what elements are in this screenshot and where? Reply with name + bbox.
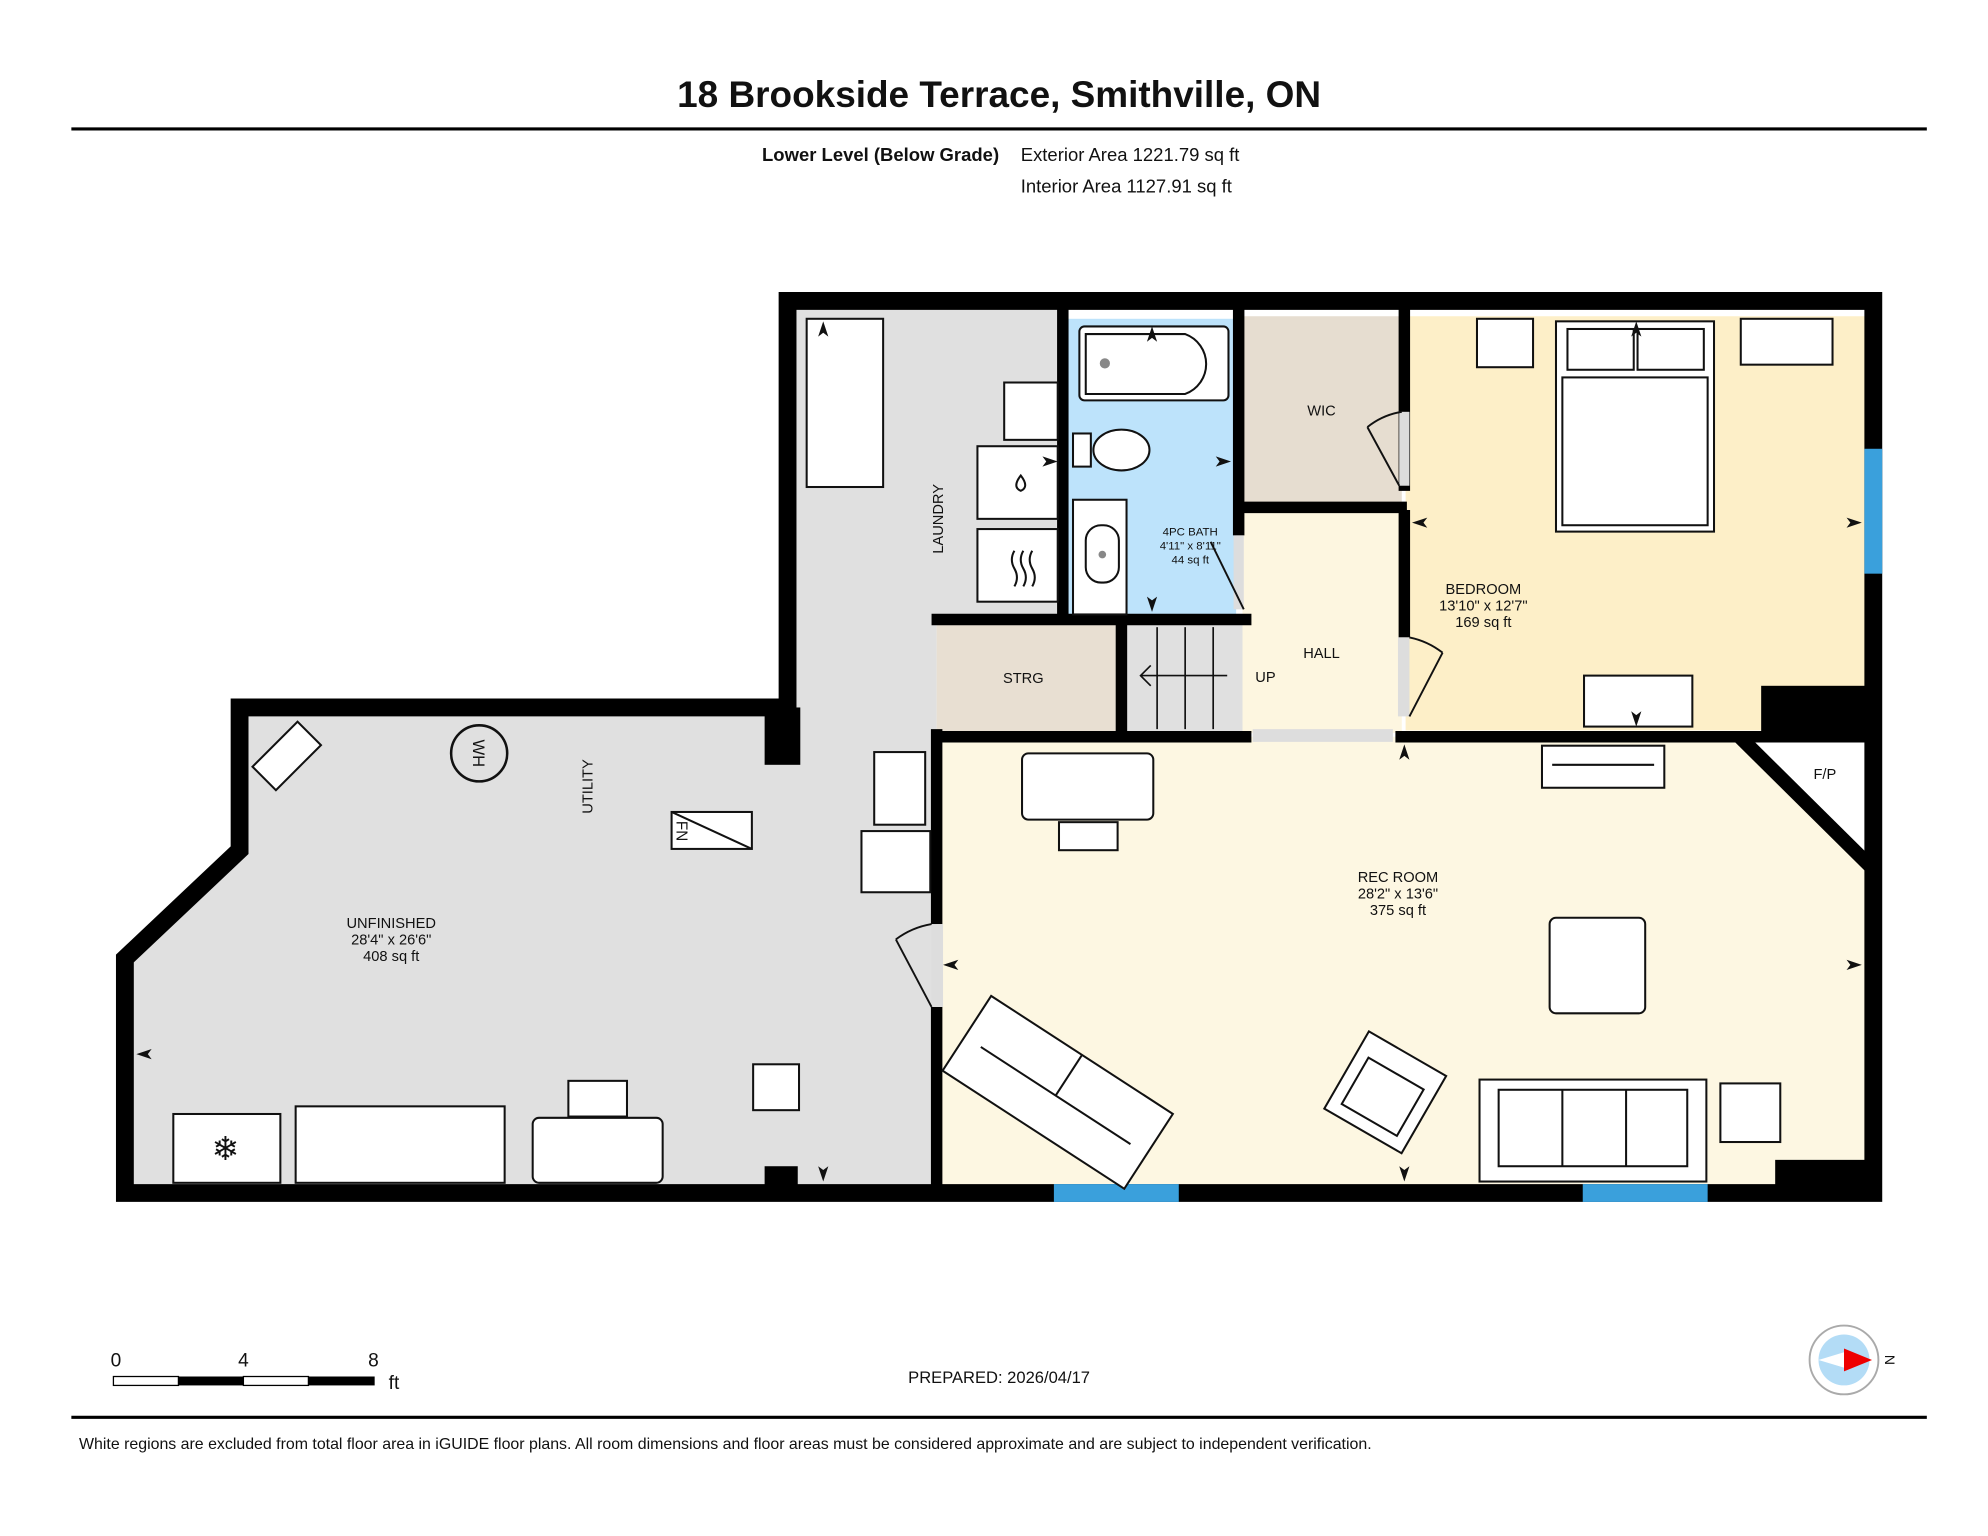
- water-heater-icon: [449, 724, 509, 783]
- rec-room-area: 375 sq ft: [1370, 903, 1426, 919]
- laundry-label: LAUNDRY: [931, 484, 947, 554]
- bedroom-dims: 13'10" x 12'7": [1439, 599, 1527, 615]
- scale-tick-0: 0: [111, 1350, 122, 1371]
- exterior-area: Exterior Area 1221.79 sq ft: [1021, 144, 1240, 165]
- room-storage: [936, 624, 1119, 733]
- room-wic: [1242, 316, 1402, 504]
- camera-viewpoint-icons: [136, 321, 1862, 1182]
- scale-tick-4: 4: [238, 1350, 249, 1371]
- room-stairs: [1121, 624, 1243, 733]
- furnace-label: FN: [673, 821, 690, 841]
- rec-room-dims: 28'2" x 13'6": [1358, 887, 1438, 903]
- bedroom-area: 169 sq ft: [1455, 615, 1511, 631]
- scale-bar: 0 4 8 ft: [111, 1350, 400, 1394]
- wic-label: WIC: [1307, 404, 1336, 420]
- water-heater-label: WH: [469, 740, 488, 768]
- level-name: Lower Level (Below Grade): [762, 144, 999, 165]
- page-title: 18 Brookside Terrace, Smithville, ON: [677, 74, 1321, 115]
- scale-unit: ft: [389, 1373, 400, 1394]
- bath-dims: 4'11" x 8'11": [1160, 540, 1221, 552]
- interior-walls: [764, 300, 1876, 1193]
- floor-plan: WH FN ❄: [115, 292, 1883, 1202]
- exterior-wall: [115, 292, 1883, 1202]
- disclaimer: White regions are excluded from total fl…: [79, 1436, 1372, 1453]
- stairs-label: UP: [1255, 670, 1275, 686]
- fireplace-label: F/P: [1813, 767, 1836, 783]
- room-utility-unfinished: [124, 309, 1065, 1192]
- bedroom-label: BEDROOM: [1446, 582, 1522, 598]
- bath-area: 44 sq ft: [1171, 554, 1209, 566]
- windows: [1053, 448, 1883, 1202]
- doors: [895, 410, 1444, 1008]
- hall-label: HALL: [1303, 646, 1340, 662]
- scale-tick-8: 8: [368, 1350, 379, 1371]
- rec-room-label: REC ROOM: [1358, 870, 1439, 886]
- north-arrow-icon: N: [1808, 1324, 1898, 1396]
- furniture: WH FN ❄: [172, 317, 1834, 1191]
- utility-label: UTILITY: [581, 759, 597, 814]
- interior-area: Interior Area 1127.91 sq ft: [1021, 176, 1232, 197]
- unfinished-area: 408 sq ft: [363, 949, 419, 965]
- unfinished-label: UNFINISHED: [346, 916, 435, 932]
- storage-label: STRG: [1003, 671, 1044, 687]
- prepared-date: PREPARED: 2026/04/17: [908, 1368, 1090, 1387]
- room-rec: [936, 736, 1874, 1192]
- snowflake-icon: ❄: [212, 1131, 240, 1168]
- room-hall: [1242, 509, 1402, 733]
- compass-label: N: [1882, 1355, 1898, 1365]
- unfinished-dims: 28'4" x 26'6": [351, 932, 431, 948]
- bath-label: 4PC BATH: [1163, 526, 1218, 538]
